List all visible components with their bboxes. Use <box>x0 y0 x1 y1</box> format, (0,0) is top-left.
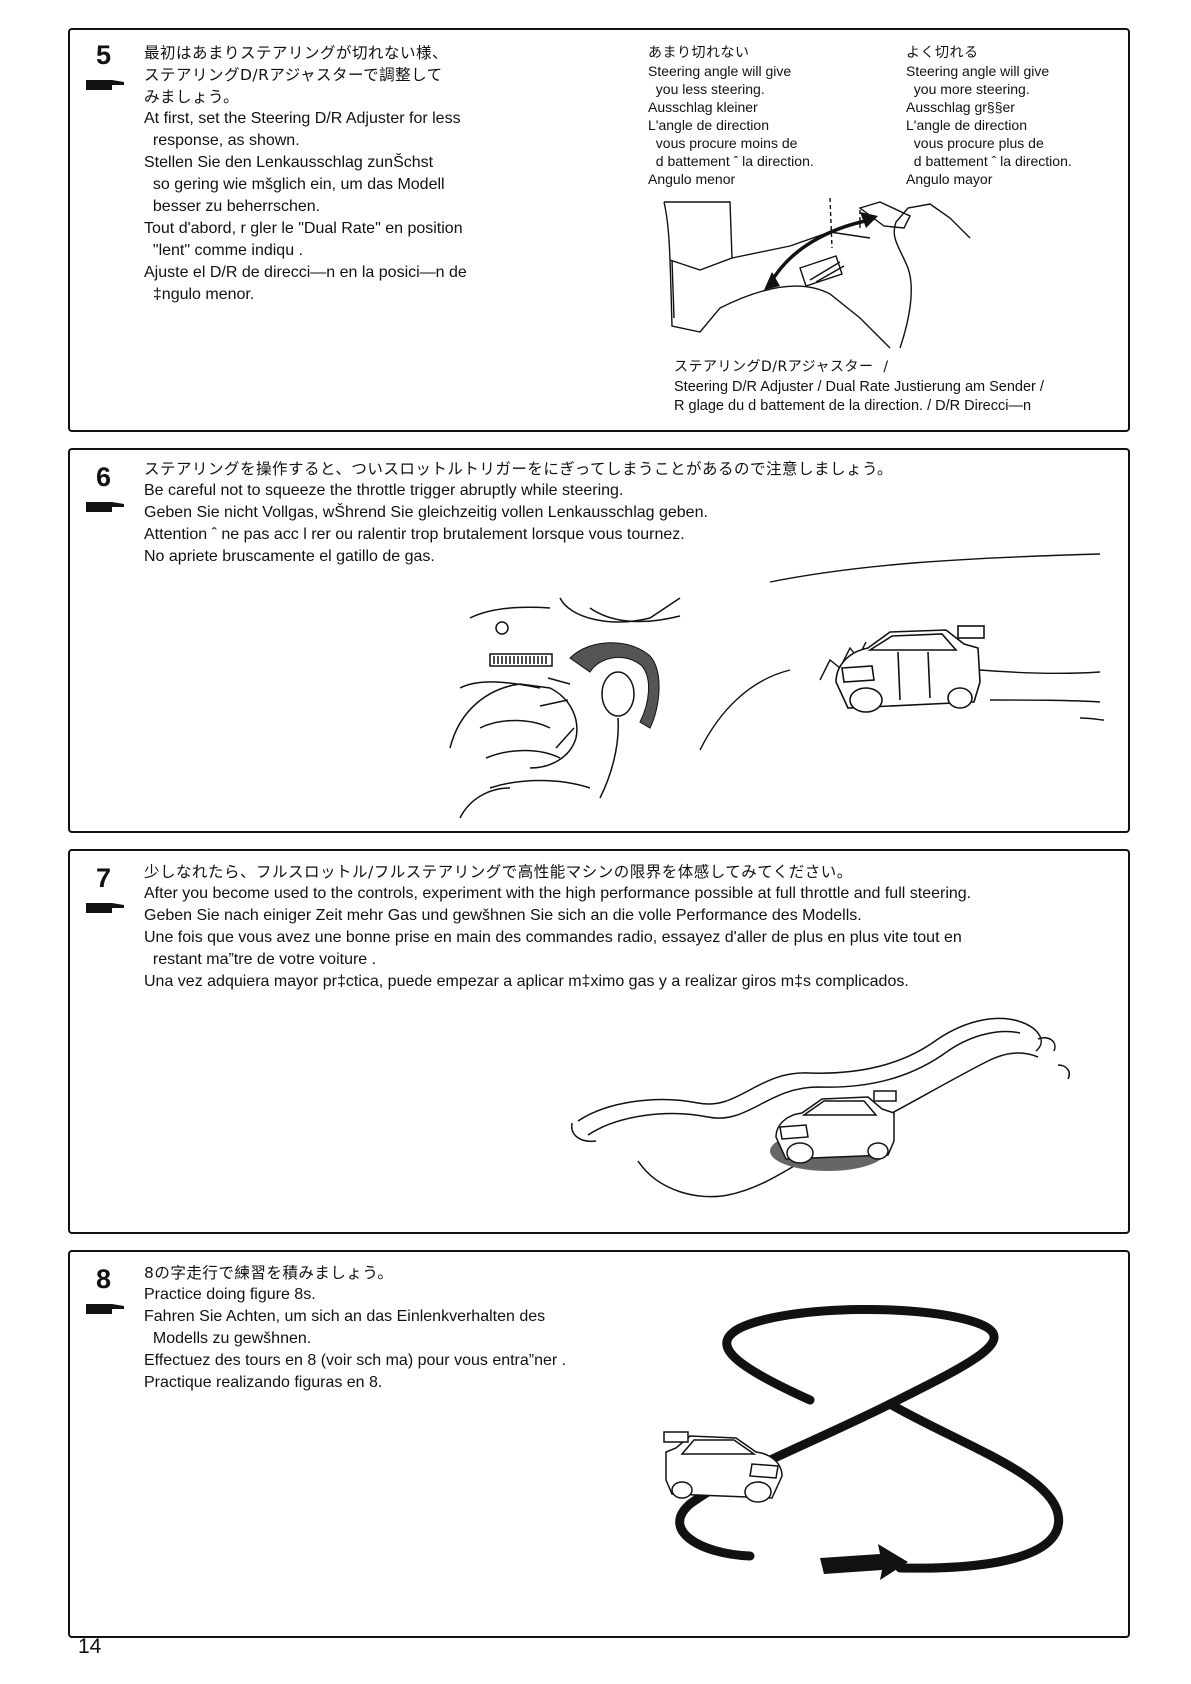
transmitter-icon <box>663 197 971 349</box>
less-label-line: L'angle de direction <box>648 117 769 133</box>
step-6-line: Attention ˆ ne pas acc l rer ou ralentir… <box>144 526 685 543</box>
step-7-line: restant ma”tre de votre voiture . <box>144 951 377 968</box>
step-number: 6 <box>96 462 112 492</box>
step-8-text: 8の字走行で練習を積みましょう。 Practice doing figure 8… <box>144 1262 566 1394</box>
less-label-line: d battement ˆ la direction. <box>648 153 814 169</box>
more-label-line: d battement ˆ la direction. <box>906 153 1072 169</box>
more-label-line: Angulo mayor <box>906 171 993 187</box>
rc-car-icon <box>663 1431 783 1503</box>
step-5-line: Tout d'abord, r gler le "Dual Rate" en p… <box>144 220 463 237</box>
step-6-line: Be careful not to squeeze the throttle t… <box>144 482 624 499</box>
step-8-panel: 8 8の字走行で練習を積みましょう。 Practice doing figure… <box>68 1250 1130 1638</box>
caption-line: R glage du d battement de la direction. … <box>674 398 1032 414</box>
step-7-text: 少しなれたら、フルスロットル/フルステアリングで高性能マシンの限界を体感してみて… <box>144 861 971 993</box>
step-5-line: At first, set the Steering D/R Adjuster … <box>144 110 461 127</box>
step-number: 5 <box>96 40 112 70</box>
more-steering-label: よく切れる Steering angle will give you more … <box>906 44 1072 188</box>
less-label-line: vous procure moins de <box>648 135 798 151</box>
step-number: 8 <box>96 1264 112 1294</box>
dr-adjuster-caption: ステアリングD/Rアジャスター / Steering D/R Adjuster … <box>674 358 1044 417</box>
rc-car-icon <box>770 1090 897 1171</box>
step-5-line-jp2: ステアリングD/Rアジャスターで調整して <box>144 66 443 84</box>
step-number: 7 <box>96 863 112 893</box>
pointing-hand-icon <box>86 1304 124 1314</box>
step-5-line: ‡ngulo menor. <box>144 286 255 303</box>
more-label-jp: よく切れる <box>906 45 979 61</box>
step-8-line: Practice doing figure 8s. <box>144 1286 316 1303</box>
step-5-line: "lent" comme indiqu . <box>144 242 303 259</box>
less-label-line: Ausschlag kleiner <box>648 99 758 115</box>
less-label-line: Steering angle will give <box>648 63 792 79</box>
caption-line: Steering D/R Adjuster / Dual Rate Justie… <box>674 378 1044 395</box>
step-7-line: After you become used to the controls, e… <box>144 885 972 902</box>
figure-eight-track-illustration <box>675 1305 1064 1580</box>
step-6-line-jp: ステアリングを操作すると、ついスロットルトリガーをにぎってしまうことがあるので注… <box>144 460 894 478</box>
less-label-jp: あまり切れない <box>648 45 750 61</box>
step-6-line: Geben Sie nicht Vollgas, wŠhrend Sie gle… <box>144 504 708 521</box>
step-8-line: Fahren Sie Achten, um sich an das Einlen… <box>144 1308 546 1325</box>
step-7-panel: 7 少しなれたら、フルスロットル/フルステアリングで高性能マシンの限界を体感して… <box>68 849 1130 1234</box>
step-7-line: Une fois que vous avez une bonne prise e… <box>144 929 962 946</box>
step-8-line: Modells zu gewšhnen. <box>144 1330 312 1347</box>
step-5-line: so gering wie mšglich ein, um das Modell <box>144 176 445 193</box>
step-6-line: No apriete bruscamente el gatillo de gas… <box>144 548 435 565</box>
step-7-line: Geben Sie nach einiger Zeit mehr Gas und… <box>144 907 862 924</box>
step-7-line: Una vez adquiera mayor pr‡ctica, puede e… <box>144 973 909 990</box>
caption-jp: ステアリングD/Rアジャスター / <box>674 359 889 375</box>
step-5-line: response, as shown. <box>144 132 300 149</box>
step-8-line-jp: 8の字走行で練習を積みましょう。 <box>144 1264 394 1282</box>
more-label-line: vous procure plus de <box>906 135 1044 151</box>
more-label-line: Ausschlag gr§§er <box>906 99 1015 115</box>
step-5-line: besser zu beherrschen. <box>144 198 321 215</box>
step-5-line: Ajuste el D/R de direcci—n en la posici—… <box>144 264 467 281</box>
more-label-line: Steering angle will give <box>906 63 1050 79</box>
step-5-line-jp1: 最初はあまりステアリングが切れない様、 <box>144 44 449 62</box>
page-number: 14 <box>78 1635 102 1658</box>
less-steering-label: あまり切れない Steering angle will give you les… <box>648 44 814 188</box>
less-label-line: Angulo menor <box>648 171 736 187</box>
more-label-line: you more steering. <box>906 81 1030 97</box>
step-5-panel: 5 最初はあまりステアリングが切れない様、 ステアリングD/Rアジャスターで調整… <box>68 28 1130 432</box>
throttle-trigger-hand-illustration <box>449 597 681 819</box>
step-7-line-jp: 少しなれたら、フルスロットル/フルステアリングで高性能マシンの限界を体感してみて… <box>144 863 853 881</box>
step-5-line-jp3: みましょう。 <box>144 88 240 106</box>
rc-car-icon <box>835 625 985 713</box>
step-5-line: Stellen Sie den Lenkausschlag zunŠchst <box>144 154 434 171</box>
more-label-line: L'angle de direction <box>906 117 1027 133</box>
pointing-hand-icon <box>86 502 124 512</box>
less-label-line: you less steering. <box>648 81 765 97</box>
step-8-line: Effectuez des tours en 8 (voir sch ma) p… <box>144 1352 567 1369</box>
step-5-text: 最初はあまりステアリングが切れない様、 ステアリングD/Rアジャスターで調整して… <box>144 42 467 306</box>
step-6-panel: 6 ステアリングを操作すると、ついスロットルトリガーをにぎってしまうことがあるの… <box>68 448 1130 833</box>
step-8-line: Practique realizando figuras en 8. <box>144 1374 383 1391</box>
pointing-hand-icon <box>86 903 124 913</box>
step-6-text: ステアリングを操作すると、ついスロットルトリガーをにぎってしまうことがあるので注… <box>144 458 893 568</box>
pointing-hand-icon <box>86 80 124 90</box>
